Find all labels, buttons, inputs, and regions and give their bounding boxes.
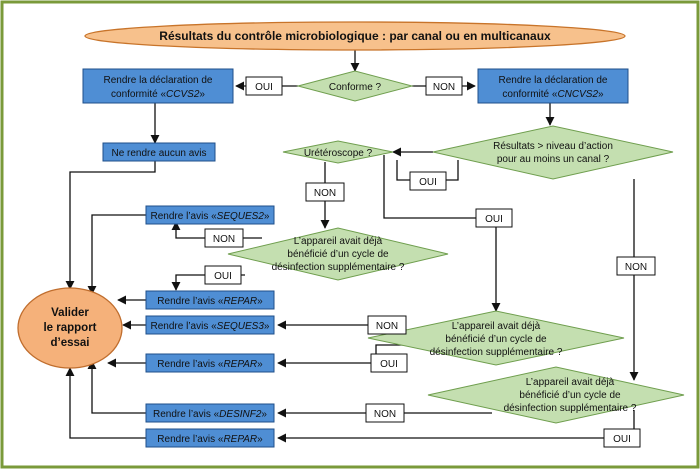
action-box <box>145 290 275 310</box>
svg-text:NON: NON <box>625 262 647 273</box>
label-oui-cycle3: OUI <box>603 428 641 448</box>
action-avis-desinf2: Rendre l’avis «DESINF2» <box>145 403 275 423</box>
action-box <box>82 68 234 104</box>
decision-cycle-3: L’appareil avait déjà bénéficié d’un cyc… <box>427 366 685 424</box>
svg-text:NON: NON <box>374 409 396 420</box>
no-opinion-text: Ne rendre aucun avis <box>111 148 206 159</box>
cycle2-line1: L’appareil avait déjà <box>452 321 541 332</box>
avis-seques2-text: Rendre l’avis «SEQUES2» <box>151 211 270 222</box>
decision-ureteroscope: Urétéroscope ? <box>282 140 394 164</box>
svg-text:OUI: OUI <box>613 434 631 445</box>
cycle3-line2: bénéficié d’un cycle de <box>519 390 621 401</box>
terminal-validate-report: Valider le rapport d’essai <box>17 287 123 369</box>
label-non-cycle3: NON <box>365 403 405 423</box>
svg-text:OUI: OUI <box>485 214 503 225</box>
svg-text:OUI: OUI <box>214 271 232 282</box>
avis-repar1-text: Rendre l’avis «REPAR» <box>157 296 263 307</box>
ccvs2-line2: conformité «CCVS2» <box>111 89 205 100</box>
svg-text:OUI: OUI <box>419 177 437 188</box>
decision-conforme-text: Conforme ? <box>329 82 382 93</box>
title-node: Résultats du contrôle microbiologique : … <box>84 21 626 51</box>
decision-cycle-2: L’appareil avait déjà bénéficié d’un cyc… <box>367 310 625 366</box>
svg-text:NON: NON <box>213 234 235 245</box>
label-oui-conforme: OUI <box>245 76 283 96</box>
action-avis-seques2: Rendre l’avis «SEQUES2» <box>145 205 275 225</box>
arrow-no-opinion-to-validate <box>65 161 156 290</box>
resultats-line2: pour au moins un canal ? <box>497 154 610 165</box>
action-avis-seques3: Rendre l’avis «SEQUES3» <box>145 315 275 335</box>
action-box <box>145 428 275 448</box>
resultats-line1: Résultats > niveau d’action <box>493 141 613 152</box>
cncvs2-line2: conformité «CNCVS2» <box>502 89 604 100</box>
decision-diamond <box>296 70 414 102</box>
terminal-line1: Valider <box>51 307 89 319</box>
action-avis-repar-2: Rendre l’avis «REPAR» <box>145 353 275 373</box>
title-text: Résultats du contrôle microbiologique : … <box>159 29 551 43</box>
svg-text:OUI: OUI <box>380 359 398 370</box>
svg-text:NON: NON <box>376 321 398 332</box>
decision-resultats: Résultats > niveau d’action pour au moin… <box>432 125 674 180</box>
label-non-resultats: NON <box>616 256 656 276</box>
decision-diamond <box>432 125 674 180</box>
action-declaration-cncvs2: Rendre la déclaration de conformité «CNC… <box>477 68 629 104</box>
branch-labels: OUI NON OUI NON OUI NON OUI NON <box>204 76 656 448</box>
cncvs2-line1: Rendre la déclaration de <box>499 75 608 86</box>
ccvs2-line1: Rendre la déclaration de <box>104 75 213 86</box>
label-oui-ureteroscope: OUI <box>475 208 513 228</box>
title-ellipse <box>84 21 626 51</box>
terminal-line2: le rapport <box>43 322 96 334</box>
label-non-conforme: NON <box>425 76 463 96</box>
decision-cycle-1: L’appareil avait déjà bénéficié d’un cyc… <box>227 227 449 281</box>
cycle3-line3: désinfection supplémentaire ? <box>504 403 637 414</box>
label-non-ureteroscope: NON <box>305 182 345 202</box>
terminal-line3: d’essai <box>51 337 90 349</box>
svg-text:OUI: OUI <box>255 82 273 93</box>
action-box <box>477 68 629 104</box>
action-avis-repar-1: Rendre l’avis «REPAR» <box>145 290 275 310</box>
label-non-cycle2: NON <box>367 315 407 335</box>
avis-repar2-text: Rendre l’avis «REPAR» <box>157 359 263 370</box>
cycle1-line2: bénéficié d’un cycle de <box>287 249 389 260</box>
action-box <box>145 353 275 373</box>
terminal-ellipse <box>17 287 123 369</box>
action-no-opinion: Ne rendre aucun avis <box>102 142 216 162</box>
svg-text:NON: NON <box>314 188 336 199</box>
label-oui-resultats: OUI <box>409 171 447 191</box>
action-box <box>145 205 275 225</box>
avis-seques3-text: Rendre l’avis «SEQUES3» <box>151 321 270 332</box>
decision-diamond <box>227 227 449 281</box>
cycle3-line1: L’appareil avait déjà <box>526 377 615 388</box>
action-box <box>102 142 216 162</box>
cycle2-line3: désinfection supplémentaire ? <box>430 347 563 358</box>
action-avis-repar-3: Rendre l’avis «REPAR» <box>145 428 275 448</box>
cycle2-line2: bénéficié d’un cycle de <box>445 334 547 345</box>
label-non-cycle1: NON <box>204 228 244 248</box>
decision-conforme: Conforme ? <box>296 70 414 102</box>
decision-diamond <box>282 140 394 164</box>
arrow-repar3-to-validate <box>65 367 146 439</box>
action-box <box>145 315 275 335</box>
svg-text:NON: NON <box>433 82 455 93</box>
label-oui-cycle1: OUI <box>204 265 242 285</box>
decision-diamond <box>367 310 625 366</box>
decision-diamond <box>427 366 685 424</box>
arrow-desinf2-to-validate <box>87 360 146 414</box>
avis-desinf2-text: Rendre l’avis «DESINF2» <box>153 409 267 420</box>
ureteroscope-text: Urétéroscope ? <box>304 148 373 159</box>
arrow-ureteroscope-yes <box>383 155 501 312</box>
cycle1-line1: L’appareil avait déjà <box>294 236 383 247</box>
cycle1-line3: désinfection supplémentaire ? <box>272 262 405 273</box>
action-declaration-ccvs2: Rendre la déclaration de conformité «CCV… <box>82 68 234 104</box>
action-box <box>145 403 275 423</box>
avis-repar3-text: Rendre l’avis «REPAR» <box>157 434 263 445</box>
arrow-seques2-to-validate <box>87 214 146 295</box>
label-oui-cycle2: OUI <box>370 353 408 373</box>
